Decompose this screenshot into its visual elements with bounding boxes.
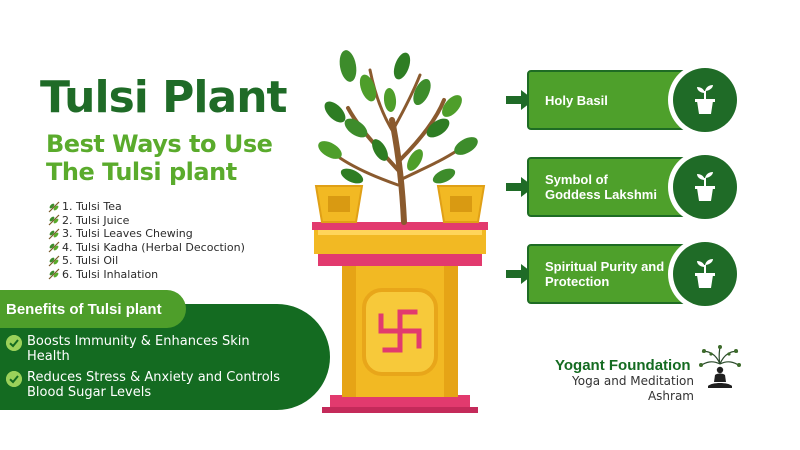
potted-plant-icon (695, 85, 715, 114)
badge-icon-circle (668, 150, 742, 224)
benefits-heading-label: Benefits of Tulsi plant (6, 300, 162, 318)
badge-label: Symbol of Goddess Lakshmi (545, 172, 657, 202)
organization-tagline: Yoga and Meditation Ashram (572, 374, 694, 403)
meditating-figure-tree-icon (699, 345, 741, 388)
tulsi-pot-illustration (312, 50, 488, 413)
organization-name: Yogant Foundation (555, 357, 691, 374)
list-item: 2. Tulsi Juice (48, 214, 245, 228)
pot-body-shade (444, 265, 458, 397)
potted-plant-icon (695, 172, 715, 201)
benefit-item: Boosts Immunity & Enhances Skin Health (6, 334, 256, 364)
list-item-label: 3. Tulsi Leaves Chewing (62, 227, 193, 240)
leaf-icon (48, 214, 60, 226)
leaf-icon (48, 241, 60, 253)
pot-base-ledge (322, 407, 478, 413)
check-icon (6, 335, 22, 351)
pot-rim-edge (312, 222, 488, 230)
badge-label: Spiritual Purity and Protection (545, 259, 665, 289)
page-title: Tulsi Plant (40, 72, 288, 123)
page-subtitle: Best Ways to Use The Tulsi plant (46, 130, 273, 186)
potted-plant-icon (695, 259, 715, 288)
leaf-icon (48, 228, 60, 240)
list-item-label: 5. Tulsi Oil (62, 254, 119, 267)
list-item: 1. Tulsi Tea (48, 200, 245, 214)
badge-icon-circle (668, 63, 742, 137)
leaf-icon (48, 201, 60, 213)
list-item: 4. Tulsi Kadha (Herbal Decoction) (48, 241, 245, 255)
pot-base (330, 395, 470, 409)
leaf-icon (48, 268, 60, 280)
pot-body-shade (342, 265, 356, 397)
benefits-heading: Benefits of Tulsi plant (0, 290, 186, 328)
swastika-icon (378, 309, 422, 353)
list-item-label: 4. Tulsi Kadha (Herbal Decoction) (62, 240, 245, 254)
pot-corner-inset (450, 196, 472, 212)
leaf-icon (48, 255, 60, 267)
list-item-label: 2. Tulsi Juice (62, 213, 130, 227)
benefit-item: Reduces Stress & Anxiety and Controls Bl… (6, 370, 316, 400)
pot-corner-inset (328, 196, 350, 212)
benefit-text: Reduces Stress & Anxiety and Controls Bl… (27, 370, 281, 400)
pot-rim-highlight (318, 230, 482, 235)
uses-list: 1. Tulsi Tea 2. Tulsi Juice 3. Tulsi Lea… (48, 200, 245, 281)
check-icon (6, 371, 22, 387)
badge-icon-circle (668, 237, 742, 311)
list-item-label: 6. Tulsi Inhalation (62, 267, 159, 281)
list-item: 5. Tulsi Oil (48, 254, 245, 268)
benefit-text: Boosts Immunity & Enhances Skin Health (27, 334, 250, 364)
pot-top-slab (318, 252, 482, 266)
leaf-cluster (318, 50, 478, 184)
tulsi-plant (338, 68, 460, 225)
list-item: 3. Tulsi Leaves Chewing (48, 227, 245, 241)
list-item: 6. Tulsi Inhalation (48, 268, 245, 282)
badge-label: Holy Basil (545, 92, 608, 108)
list-item-label: 1. Tulsi Tea (62, 200, 122, 213)
